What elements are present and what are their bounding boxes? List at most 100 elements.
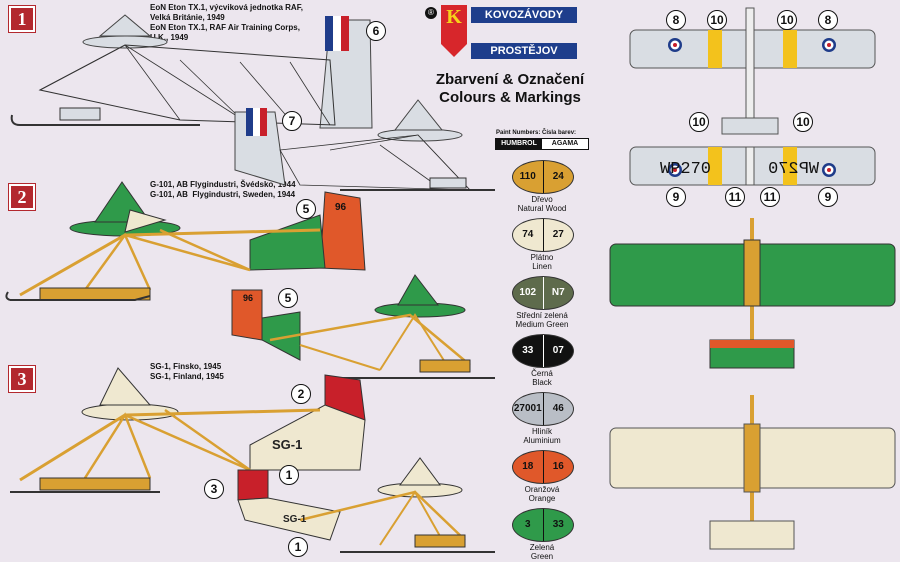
paint-chip-divider bbox=[542, 393, 544, 425]
tail-code-96-b: 96 bbox=[243, 293, 254, 303]
marker-2: 2 bbox=[291, 384, 311, 404]
scheme-3-glider-side-a bbox=[10, 367, 366, 493]
scheme-1-caption: EoN Eton TX.1, výcviková jednotka RAF, V… bbox=[150, 3, 303, 42]
scheme-3-caption: SG-1, Finsko, 1945 SG-1, Finland, 1945 bbox=[150, 362, 224, 381]
scheme-2-badge: 2 bbox=[9, 184, 35, 210]
paint-chip: 27001 46 bbox=[512, 392, 574, 426]
paint-chip-divider bbox=[542, 335, 544, 367]
marker-6: 6 bbox=[366, 21, 386, 41]
marker-1-b: 1 bbox=[288, 537, 308, 557]
paint-humbrol-number: 18 bbox=[522, 461, 534, 472]
agama-label: AGAMA bbox=[542, 139, 588, 149]
paint-humbrol-number: 102 bbox=[519, 287, 537, 298]
title-english: Colours & Markings bbox=[439, 89, 581, 106]
logo-badge: K bbox=[441, 5, 467, 57]
paint-humbrol-number: 74 bbox=[522, 229, 534, 240]
paint-agama-number: N7 bbox=[551, 287, 565, 298]
marker-3: 3 bbox=[204, 479, 224, 499]
paint-header-bar: HUMBROL AGAMA bbox=[495, 138, 589, 150]
marker-9-b: 9 bbox=[818, 187, 838, 207]
title-czech: Zbarvení & Označení bbox=[435, 71, 585, 88]
marker-10-a: 10 bbox=[707, 10, 727, 30]
marker-5-b: 5 bbox=[278, 288, 298, 308]
marker-7: 7 bbox=[282, 111, 302, 131]
scheme-3-glider-side-b bbox=[237, 457, 495, 553]
paint-name-en: Green bbox=[530, 552, 554, 561]
marker-11-b: 11 bbox=[760, 187, 780, 207]
paint-chip: 102 N7 bbox=[512, 276, 574, 310]
paint-chip-divider bbox=[542, 219, 544, 251]
humbrol-label: HUMBROL bbox=[496, 139, 542, 149]
fuselage-code-sg1-a: SG-1 bbox=[272, 437, 303, 452]
marker-10-b: 10 bbox=[777, 10, 797, 30]
marker-9-a: 9 bbox=[666, 187, 686, 207]
marker-8-a: 8 bbox=[666, 10, 686, 30]
scheme-1-top-wing bbox=[629, 7, 876, 135]
paint-name-cz: Hliník bbox=[531, 427, 552, 436]
paint-name-en: Black bbox=[532, 378, 552, 387]
tail-code-96-a: 96 bbox=[335, 202, 347, 213]
paint-chip: 74 27 bbox=[512, 218, 574, 252]
paint-humbrol-number: 33 bbox=[522, 345, 534, 356]
paint-name-en: Aluminium bbox=[523, 436, 561, 445]
scheme-1-glider-side-b bbox=[234, 99, 495, 191]
paint-name-cz: Dřevo bbox=[531, 195, 553, 204]
paint-agama-number: 27 bbox=[552, 229, 564, 240]
paint-agama-number: 46 bbox=[552, 403, 564, 414]
paint-humbrol-number: 27001 bbox=[513, 403, 542, 414]
logo-top-text: KOVOZÁVODY bbox=[471, 7, 577, 23]
paint-name-cz: Oranžová bbox=[524, 485, 560, 494]
scheme-2-glider-side-a bbox=[5, 181, 366, 301]
logo-reg-mark: ® bbox=[425, 7, 437, 19]
paint-name-en: Linen bbox=[532, 262, 552, 271]
scheme-1-bottom-wing bbox=[629, 146, 876, 186]
paint-agama-number: 16 bbox=[552, 461, 564, 472]
paint-agama-number: 33 bbox=[552, 519, 564, 530]
paint-chip-divider bbox=[542, 509, 544, 541]
kovozavody-logo: ® K KOVOZÁVODY PROSTĚJOV bbox=[425, 5, 580, 60]
marker-10-c: 10 bbox=[689, 112, 709, 132]
scheme-1-glider-side-a bbox=[10, 14, 373, 129]
paint-chip-divider bbox=[542, 161, 544, 193]
paint-name-en: Natural Wood bbox=[517, 204, 567, 213]
plan-views bbox=[609, 7, 896, 550]
marker-1-a: 1 bbox=[279, 465, 299, 485]
paint-name-en: Orange bbox=[528, 494, 556, 503]
serial-wp270: WP270 bbox=[660, 160, 712, 179]
paint-name-cz: Černá bbox=[531, 369, 553, 378]
paint-numbers-label: Paint Numbers: Čísla barev: bbox=[496, 130, 577, 136]
scheme-2-plan-view bbox=[609, 218, 896, 369]
scheme-2-glider-side-b bbox=[231, 274, 495, 379]
logo-bottom-text: PROSTĚJOV bbox=[471, 43, 577, 59]
paint-humbrol-number: 3 bbox=[524, 519, 531, 530]
scheme-3-plan-view bbox=[609, 395, 896, 550]
marker-10-d: 10 bbox=[793, 112, 813, 132]
paint-chip-divider bbox=[542, 277, 544, 309]
marker-11-a: 11 bbox=[725, 187, 745, 207]
marker-8-b: 8 bbox=[818, 10, 838, 30]
scheme-1-badge: 1 bbox=[9, 6, 35, 32]
paint-name-en: Medium Green bbox=[515, 320, 569, 329]
paint-agama-number: 07 bbox=[552, 345, 564, 356]
glider-drawings bbox=[5, 14, 495, 553]
scheme-2-caption: G-101, AB Flygindustri, Švédsko, 1944 G-… bbox=[150, 180, 296, 199]
paint-humbrol-number: 110 bbox=[519, 171, 536, 182]
paint-agama-number: 24 bbox=[552, 171, 564, 182]
paint-name-cz: Střední zelená bbox=[516, 311, 568, 320]
serial-wp270-mirrored: WP270 bbox=[768, 160, 820, 179]
scheme-3-badge: 3 bbox=[9, 366, 35, 392]
marker-5-a: 5 bbox=[296, 199, 316, 219]
paint-chip: 110 24 bbox=[512, 160, 574, 194]
paint-name-cz: Zelená bbox=[529, 543, 555, 552]
fuselage-code-sg1-b: SG-1 bbox=[283, 514, 307, 525]
logo-badge-letter: K bbox=[446, 6, 462, 28]
